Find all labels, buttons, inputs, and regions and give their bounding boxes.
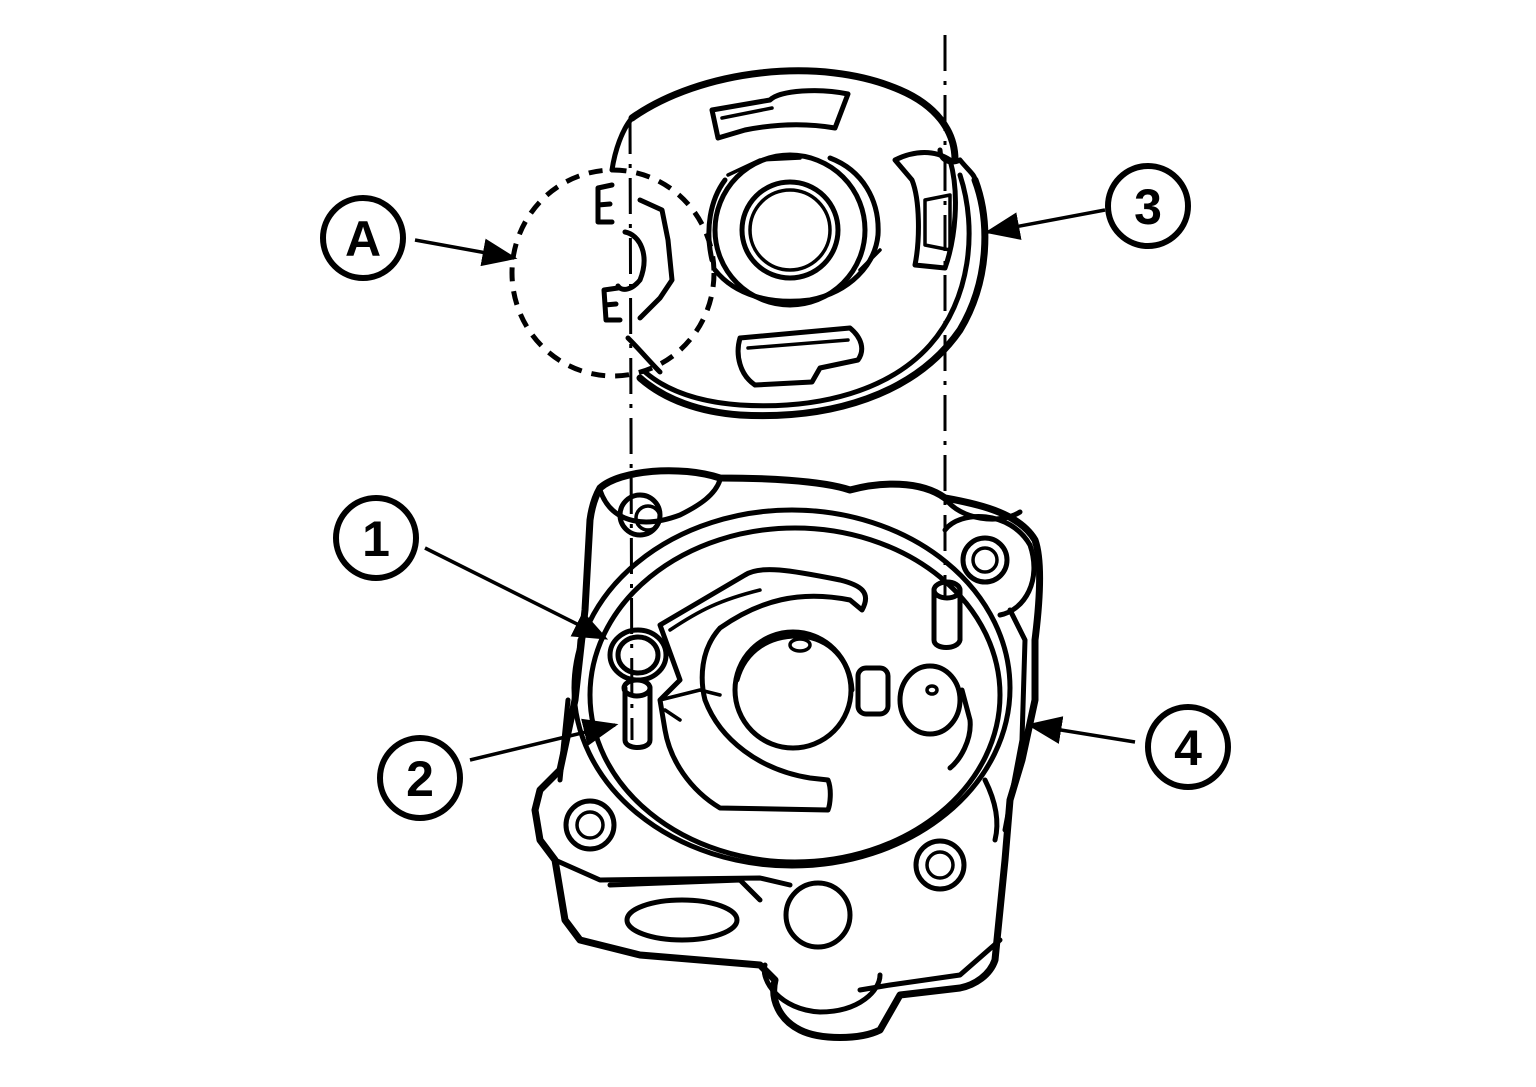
leader-line-a (414, 238, 518, 267)
leader-line-3 (984, 208, 1106, 240)
callout-2: 2 (377, 735, 463, 821)
axis-line-left (628, 117, 634, 741)
pump-body (531, 467, 1044, 1041)
callout-1: 1 (333, 495, 419, 581)
callout-1-label: 1 (362, 511, 390, 567)
callout-2-label: 2 (406, 751, 434, 807)
side-plate (595, 67, 989, 420)
detail-circle-a (509, 167, 717, 379)
callout-4: 4 (1145, 704, 1231, 790)
leader-line-1 (424, 546, 609, 640)
callout-a: A (320, 195, 406, 281)
callout-3: 3 (1105, 163, 1191, 249)
leader-line-2 (469, 718, 619, 762)
callout-3-label: 3 (1134, 179, 1162, 235)
leader-line-4 (1026, 716, 1136, 744)
callout-4-label: 4 (1174, 720, 1202, 776)
callout-a-label: A (345, 211, 381, 267)
